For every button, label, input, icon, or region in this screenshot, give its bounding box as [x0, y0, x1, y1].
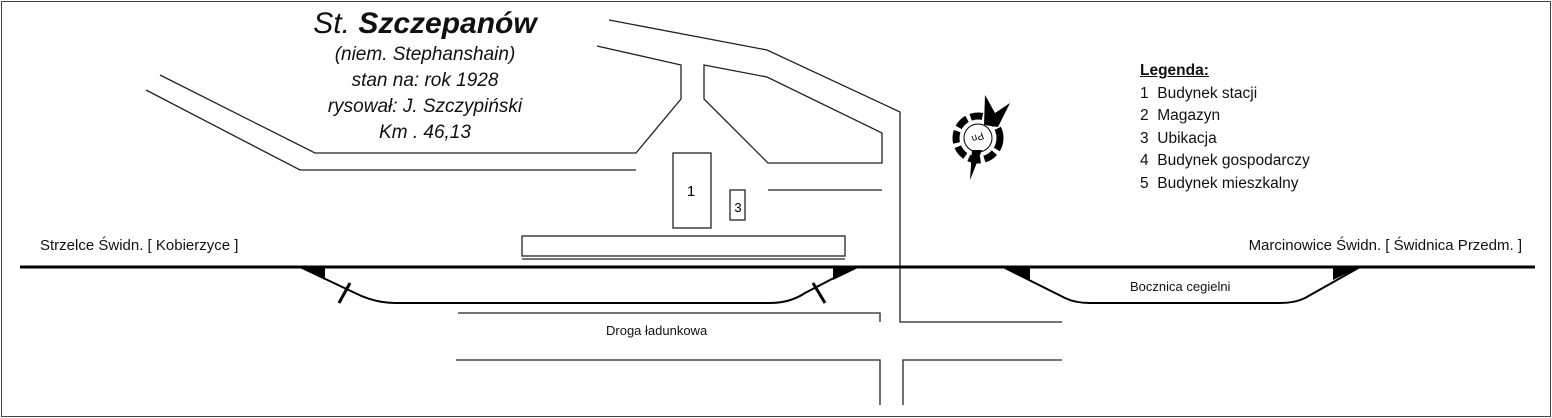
loading-road-label: Droga ładunkowa [606, 323, 708, 338]
road-block-right [703, 64, 883, 164]
legend-item: 4 Budynek gospodarczy [1140, 152, 1310, 169]
author: rysował: J. Szczypiński [327, 96, 523, 117]
roads [145, 19, 1062, 405]
turnout-right [833, 267, 860, 280]
road-left-upper [159, 45, 682, 154]
road-outer-right [608, 19, 1062, 323]
derail-right [811, 282, 827, 304]
legend-item: 3 Ubikacja [1140, 129, 1217, 147]
brickworks-siding [1002, 266, 1361, 304]
state-date: stan na: rok 1928 [351, 70, 499, 91]
road-lower-right [902, 359, 1062, 405]
building-1 [672, 152, 712, 229]
building-1-number: 1 [687, 183, 695, 200]
legend: Legenda: 1 Budynek stacji 2 Magazyn 3 Ub… [1140, 60, 1310, 195]
legend-item: 2 Magazyn [1140, 107, 1221, 124]
derail-left [337, 282, 352, 304]
building-3-number: 3 [734, 200, 741, 215]
compass-label: Pn [970, 129, 985, 144]
legend-heading: Legenda: [1140, 62, 1209, 79]
title-prefix: St. [313, 7, 350, 40]
legend-item: 5 Budynek mieszkalny [1140, 174, 1299, 192]
loading-road-lower [456, 359, 881, 405]
legend-item: 1 Budynek stacji [1140, 84, 1258, 102]
kilometer: Km . 46,13 [379, 122, 471, 143]
direction-right: Marcinowice Świdn. [ Świdnica Przedm. ] [1248, 237, 1522, 254]
direction-left: Strzelce Świdn. [ Kobierzyce ] [40, 237, 239, 254]
station-name: Szczepanów [358, 7, 537, 40]
loading-road-upper [458, 312, 881, 322]
turnout-left [300, 267, 325, 280]
building-3 [729, 189, 746, 221]
passing-siding [299, 266, 860, 304]
road-left-lower [145, 89, 636, 171]
siding-label: Bocznica cegielni [1130, 279, 1231, 294]
title-block: St. Szczepanów (niem. Stephanshain) stan… [300, 6, 550, 146]
german-name: (niem. Stephanshain) [334, 44, 516, 65]
platform [521, 235, 846, 257]
compass-icon: Pn [952, 95, 1010, 180]
